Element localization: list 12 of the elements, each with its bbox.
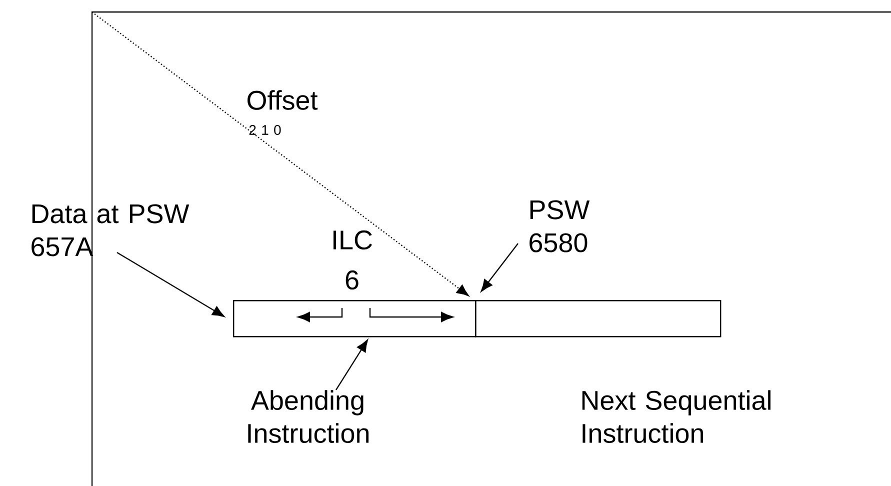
text-label: ILC (334, 230, 372, 250)
instruction-box (475, 300, 722, 338)
arrow (336, 340, 368, 390)
text-label: Next Sequential Instruction (582, 390, 770, 444)
instruction-box (233, 300, 476, 338)
arrow (92, 12, 469, 296)
text-label: 2 1 0 (249, 125, 281, 135)
arrow (480, 243, 518, 292)
text-label: Offset (248, 90, 318, 110)
text-label: Abending Instruction (248, 390, 369, 444)
arrow (116, 252, 225, 317)
text-label: PSW 6580 (530, 200, 590, 252)
